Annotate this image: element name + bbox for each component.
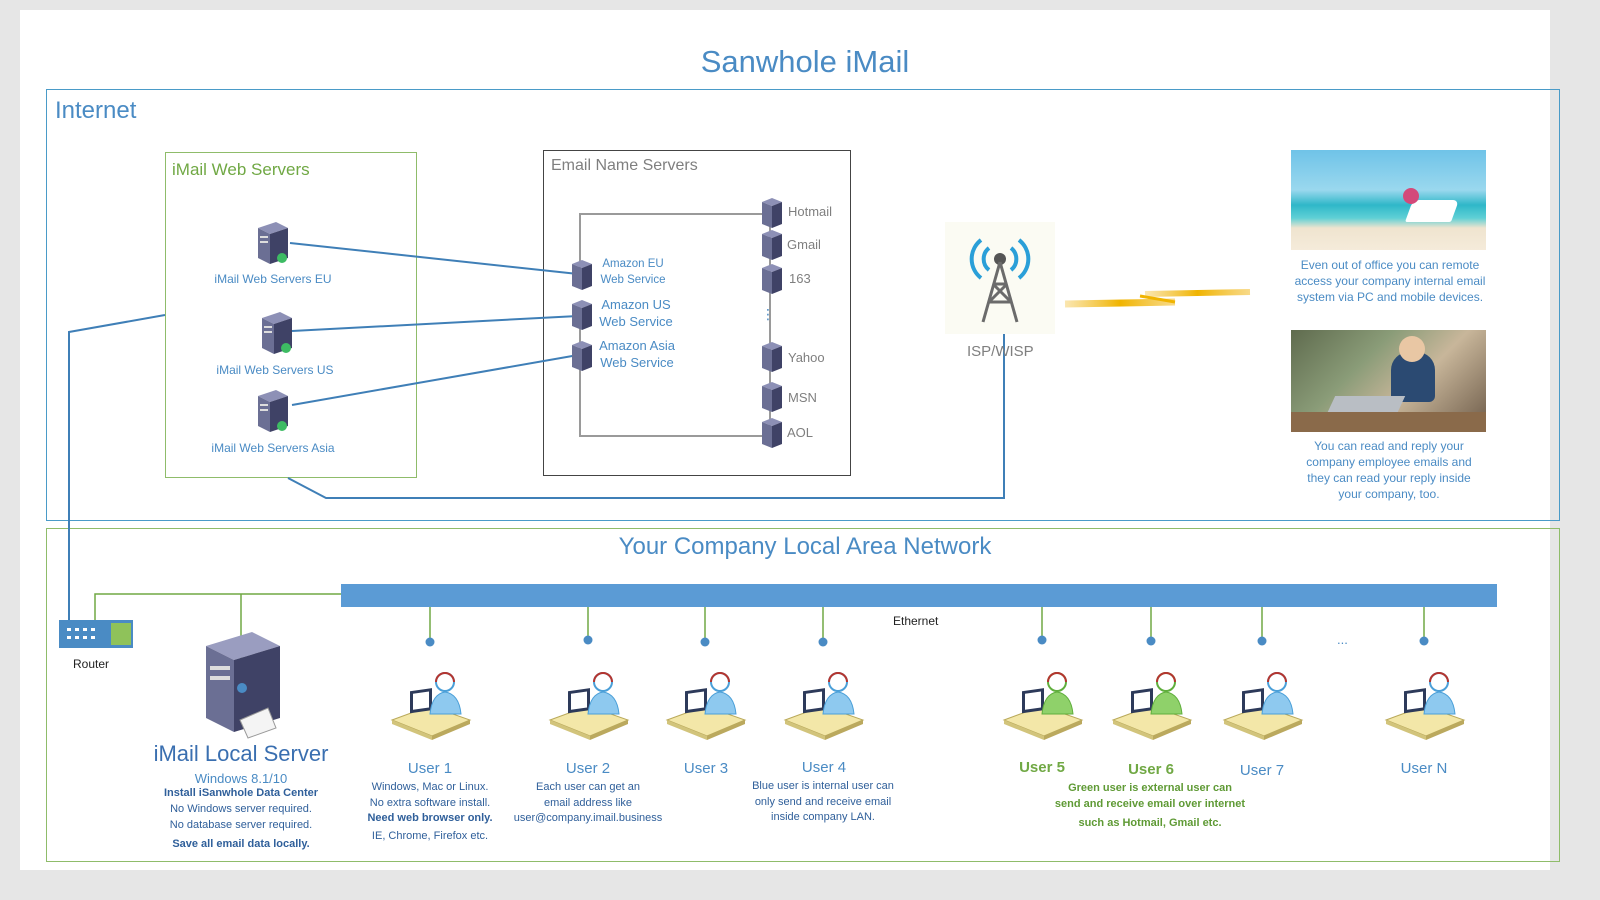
internet-region xyxy=(46,89,1560,521)
user-workstation-icon xyxy=(548,672,630,740)
user2-note-1: Each user can get an xyxy=(536,781,640,793)
user4-note-2: only send and receive email xyxy=(754,795,892,808)
provider-msn-label: MSN xyxy=(788,390,817,405)
user-workstation-icon xyxy=(1222,672,1304,740)
user-workstation-icon xyxy=(1111,672,1193,740)
aol-server-icon xyxy=(762,418,782,448)
user-4-label: User 4 xyxy=(801,759,847,776)
isp-tower-icon xyxy=(945,222,1055,334)
beach-photo xyxy=(1291,150,1486,250)
local-server-icon xyxy=(206,632,280,739)
user-workstation-icon xyxy=(1002,672,1084,740)
web-to-amazon-links xyxy=(289,242,579,406)
provider-aol-label: AOL xyxy=(787,425,814,440)
lan-region xyxy=(46,528,1560,862)
provider-gmail-label: Gmail xyxy=(787,237,821,252)
msn-server-icon xyxy=(762,382,782,412)
local-server-line4: Save all email data locally. xyxy=(172,838,310,850)
amazon-asia-line2: Web Service xyxy=(600,355,674,370)
user-workstation-icon xyxy=(390,672,472,740)
user1-note-2: No extra software install. xyxy=(369,796,491,809)
user1-note-3: Need web browser only. xyxy=(367,812,493,824)
local-server-line3: No database server required. xyxy=(169,819,313,831)
router-label: Router xyxy=(73,657,110,671)
lan-label: Your Company Local Area Network xyxy=(618,533,992,560)
amazon-asia-label: Amazon Asia Web Service xyxy=(596,337,678,371)
isp-label: ISP/WISP xyxy=(967,343,1034,360)
user-n-label: User N xyxy=(1400,760,1448,777)
user2-notes: Each user can get an email address like … xyxy=(503,780,673,827)
user2-note-2: email address like xyxy=(543,796,633,809)
cafe-photo xyxy=(1291,330,1486,432)
ethernet-label: Ethernet xyxy=(893,614,939,628)
local-server-os: Windows 8.1/10 xyxy=(194,771,288,786)
server-icon xyxy=(258,390,288,432)
user-workstation-icon xyxy=(783,672,865,740)
user1-note-4: IE, Chrome, Firefox etc. xyxy=(371,829,489,842)
user-workstation-icon xyxy=(665,672,747,740)
beach-caption: Even out of office you can remote access… xyxy=(1294,258,1486,304)
server-icon xyxy=(258,222,288,264)
user1-notes: Windows, Mac or Linux. No extra software… xyxy=(345,780,515,844)
user-1-label: User 1 xyxy=(407,760,453,777)
user-drop-dots xyxy=(425,635,1429,647)
amazon-us-line1: Amazon US xyxy=(601,297,671,312)
user-7-label: User 7 xyxy=(1239,762,1285,779)
user56-note-2: send and receive email over internet xyxy=(1054,797,1246,810)
user4-note-1: Blue user is internal user can xyxy=(752,780,894,792)
user2-note-3: user@company.imail.business xyxy=(513,812,663,824)
local-server-title: iMail Local Server xyxy=(153,741,329,766)
provider-yahoo-label: Yahoo xyxy=(788,350,825,365)
user56-note-3: such as Hotmail, Gmail etc. xyxy=(1078,817,1222,829)
163-server-icon xyxy=(762,264,782,294)
provider-hotmail-label: Hotmail xyxy=(788,204,833,219)
amazon-asia-server-icon xyxy=(572,341,592,371)
server-icon xyxy=(262,312,292,354)
user56-notes: Green user is external user can send and… xyxy=(1045,781,1255,832)
provider-ellipsis: ⋮ xyxy=(761,306,775,322)
amazon-eu-server-icon xyxy=(572,260,592,290)
local-server-line2: No Windows server required. xyxy=(170,803,312,815)
amazon-eu-line1: Amazon EU xyxy=(602,258,664,270)
amazon-asia-line1: Amazon Asia xyxy=(599,338,675,353)
amazon-eu-label: Amazon EU Web Service xyxy=(598,256,668,288)
user-3-label: User 3 xyxy=(683,760,729,777)
internet-label: Internet xyxy=(55,97,137,124)
amazon-us-line2: Web Service xyxy=(599,314,673,329)
cafe-caption: You can read and reply your company empl… xyxy=(1306,439,1472,501)
wireless-signal xyxy=(1064,289,1251,308)
user4-notes: Blue user is internal user can only send… xyxy=(738,779,908,826)
web-servers-group xyxy=(165,152,417,478)
user-6-label: User 6 xyxy=(1128,761,1174,778)
user-2-label: User 2 xyxy=(565,760,611,777)
local-server-line1: Install iSanwhole Data Center xyxy=(163,787,319,799)
user-5-label: User 5 xyxy=(1019,759,1065,776)
ethernet-bar xyxy=(341,584,1497,607)
hotmail-server-icon xyxy=(762,198,782,228)
user-workstation-icon xyxy=(1384,672,1466,740)
name-servers-label: Email Name Servers xyxy=(551,157,698,174)
amazon-eu-line2: Web Service xyxy=(600,274,666,286)
user1-note-1: Windows, Mac or Linux. xyxy=(371,781,489,793)
yahoo-server-icon xyxy=(762,342,782,372)
users-ellipsis: ... xyxy=(1337,632,1348,647)
user4-note-3: inside company LAN. xyxy=(771,811,875,823)
name-servers-group xyxy=(543,150,851,476)
amazon-us-label: Amazon US Web Service xyxy=(598,296,674,330)
provider-163-label: 163 xyxy=(789,271,811,286)
page-title: Sanwhole iMail xyxy=(700,44,910,79)
web-servers-label: iMail Web Servers xyxy=(172,160,310,179)
web-server-eu-label: iMail Web Servers EU xyxy=(214,272,332,286)
router-icon xyxy=(59,620,133,648)
web-server-us-label: iMail Web Servers US xyxy=(216,363,334,377)
internet-uplinks xyxy=(68,314,1005,622)
web-server-asia-label: iMail Web Servers Asia xyxy=(211,441,335,455)
amazon-us-server-icon xyxy=(572,300,592,330)
user56-note-1: Green user is external user can xyxy=(1068,782,1232,794)
gmail-server-icon xyxy=(762,230,782,260)
